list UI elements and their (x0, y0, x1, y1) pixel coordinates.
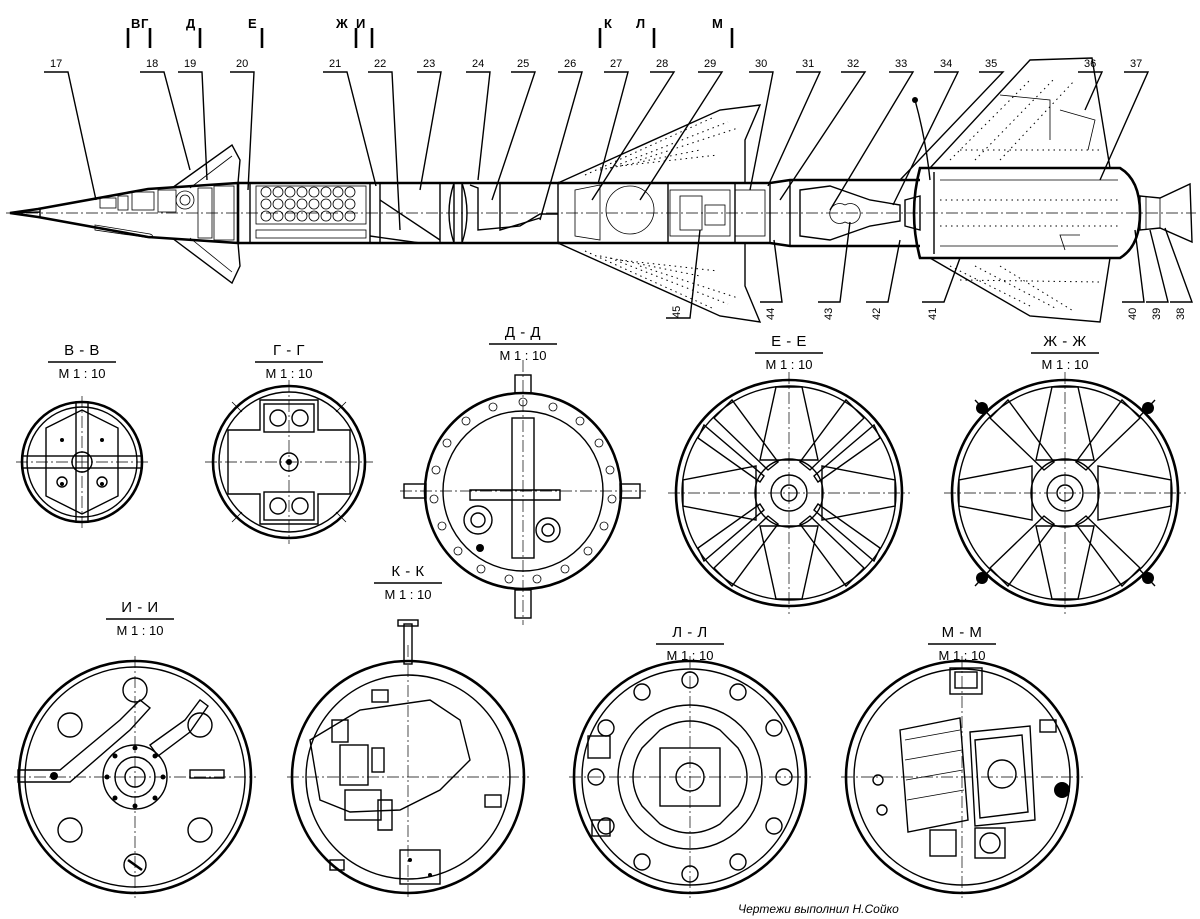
section-scale: М 1 : 10 (667, 648, 714, 663)
section-scale: М 1 : 10 (939, 648, 986, 663)
callout-number: 36 (1084, 58, 1096, 70)
section-mark: Ж (335, 16, 348, 31)
callout-number: 29 (704, 58, 716, 70)
section-mark: К (604, 16, 612, 31)
section-title: Ж - Ж (1043, 333, 1087, 350)
section-m-m: М - М М 1 : 10 (841, 624, 1083, 898)
callout-number: 45 (671, 306, 683, 318)
callout-number: 18 (146, 58, 158, 70)
section-scale: М 1 : 10 (385, 587, 432, 602)
callout-number: 26 (564, 58, 576, 70)
flange-holes (429, 397, 617, 584)
section-title: Г - Г (273, 342, 305, 359)
callout-number: 44 (765, 308, 777, 320)
callout-number: 34 (940, 58, 952, 70)
radial-blocks (958, 386, 1172, 600)
section-g-g: Г - Г М 1 : 10 (205, 342, 373, 544)
top-callouts: 17 18 19 20 21 22 23 24 25 26 27 28 29 3… (44, 58, 1150, 231)
callout-number: 23 (423, 58, 435, 70)
section-i-i: И - И М 1 : 10 (14, 599, 256, 898)
section-title: И - И (121, 599, 158, 616)
section-d-d: Д - Д М 1 : 10 (400, 324, 646, 625)
radial-blocks (682, 386, 896, 600)
callout-number: 33 (895, 58, 907, 70)
section-e-e: Е - Е М 1 : 10 (668, 333, 910, 614)
callout-number: 30 (755, 58, 767, 70)
section-title: К - К (391, 563, 424, 580)
section-mark: Г (141, 16, 149, 31)
rocket-side-view: В Г Д Е Ж И К Л М (6, 16, 1196, 323)
section-scale: М 1 : 10 (266, 366, 313, 381)
callout-number: 32 (847, 58, 859, 70)
section-scale: М 1 : 10 (59, 366, 106, 381)
section-scale: М 1 : 10 (1042, 357, 1089, 372)
section-k-k: К - К М 1 : 10 (287, 563, 529, 898)
section-zh-zh: Ж - Ж М 1 : 10 (944, 333, 1186, 614)
callout-number: 22 (374, 58, 386, 70)
section-mark: Д (186, 16, 196, 31)
callout-number: 40 (1127, 308, 1139, 320)
callout-number: 35 (985, 58, 997, 70)
callout-number: 38 (1175, 308, 1187, 320)
callout-number: 42 (871, 308, 883, 320)
section-l-l: Л - Л М 1 : 10 (569, 624, 811, 898)
callout-number: 17 (50, 58, 62, 70)
callout-number: 28 (656, 58, 668, 70)
section-scale: М 1 : 10 (117, 623, 164, 638)
callout-number: 24 (472, 58, 484, 70)
callout-number: 31 (802, 58, 814, 70)
section-scale: М 1 : 10 (500, 348, 547, 363)
callout-number: 25 (517, 58, 529, 70)
section-title: Д - Д (505, 324, 541, 341)
section-title: Л - Л (672, 624, 708, 641)
drawing-credit: Чертежи выполнил Н.Сойко (738, 902, 899, 916)
section-mark-letters: В Г Д Е Ж И К Л М (131, 16, 723, 31)
bottom-callouts: 45 44 43 42 41 40 39 38 (666, 221, 1194, 320)
lightening-holes (587, 671, 793, 883)
section-mark: В (131, 16, 140, 31)
section-mark: Л (636, 16, 645, 31)
section-mark: Е (248, 16, 257, 31)
section-mark: М (712, 16, 723, 31)
callout-number: 19 (184, 58, 196, 70)
callout-number: 39 (1151, 308, 1163, 320)
callout-number: 41 (927, 308, 939, 320)
section-mark: И (356, 16, 365, 31)
section-scale: М 1 : 10 (766, 357, 813, 372)
callout-number: 21 (329, 58, 341, 70)
section-title: М - М (942, 624, 983, 641)
section-cut-marks (126, 28, 734, 48)
section-title: Е - Е (771, 333, 807, 350)
section-title: В - В (64, 342, 100, 359)
section-v-v: В - В М 1 : 10 (16, 342, 148, 528)
callout-number: 27 (610, 58, 622, 70)
callout-number: 20 (236, 58, 248, 70)
callout-number: 43 (823, 308, 835, 320)
callout-number: 37 (1130, 58, 1142, 70)
